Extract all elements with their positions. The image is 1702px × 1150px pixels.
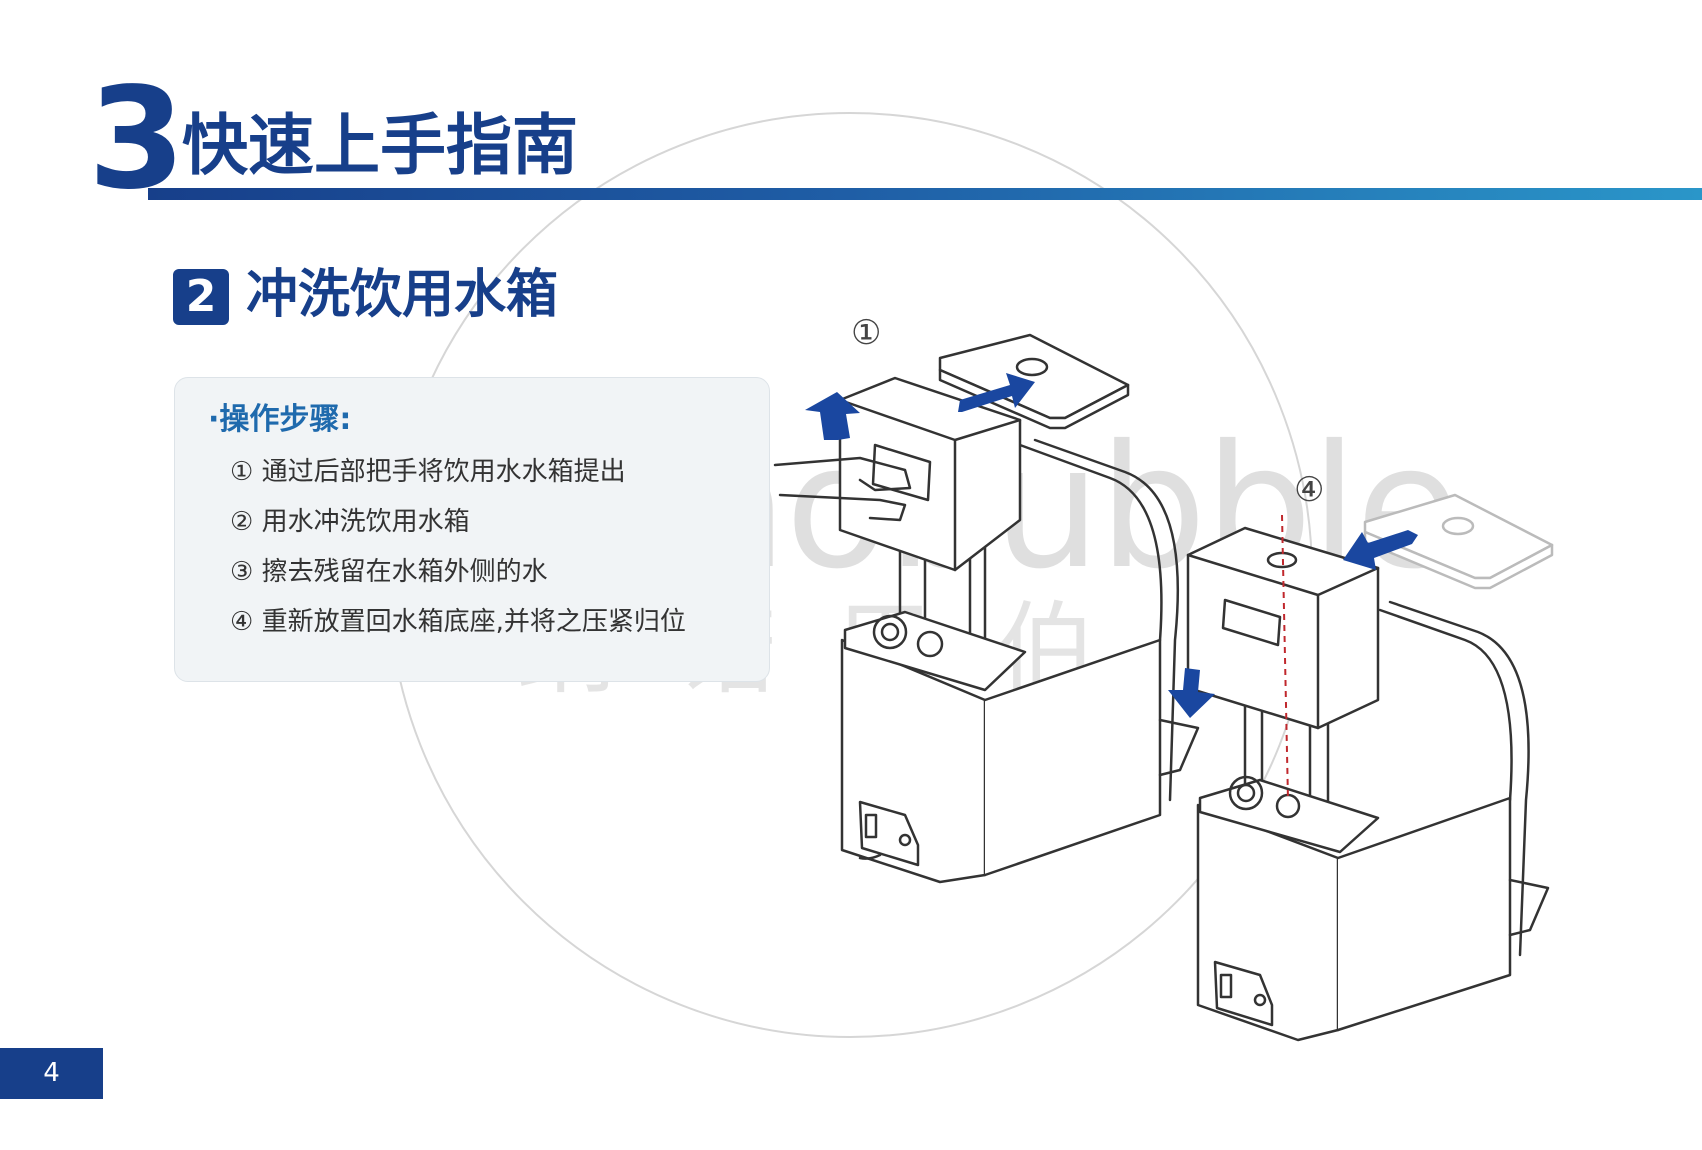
section-number-badge: 2 xyxy=(173,269,229,325)
page-number: 4 xyxy=(0,1048,103,1099)
chapter-number: 3 xyxy=(88,58,185,221)
figure-label-4: ④ xyxy=(1294,470,1325,510)
section-title: 冲洗饮用水箱 xyxy=(246,265,559,325)
step-item: ④ 重新放置回水箱底座,并将之压紧归位 xyxy=(230,607,686,637)
steps-heading: ·操作步骤: xyxy=(208,402,352,437)
step-item: ③ 擦去残留在水箱外侧的水 xyxy=(230,557,548,587)
step-item: ② 用水冲洗饮用水箱 xyxy=(230,507,470,537)
steps-panel xyxy=(174,377,770,682)
direction-arrows xyxy=(805,373,1418,718)
chapter-title: 快速上手指南 xyxy=(182,107,578,184)
step-item: ① 通过后部把手将饮用水水箱提出 xyxy=(230,457,626,487)
machine-figure-4 xyxy=(1186,493,1554,1042)
title-underline xyxy=(148,188,1702,200)
figure-label-1: ① xyxy=(851,313,882,353)
machine-figure-1 xyxy=(773,333,1200,884)
alignment-guide xyxy=(1281,514,1289,801)
